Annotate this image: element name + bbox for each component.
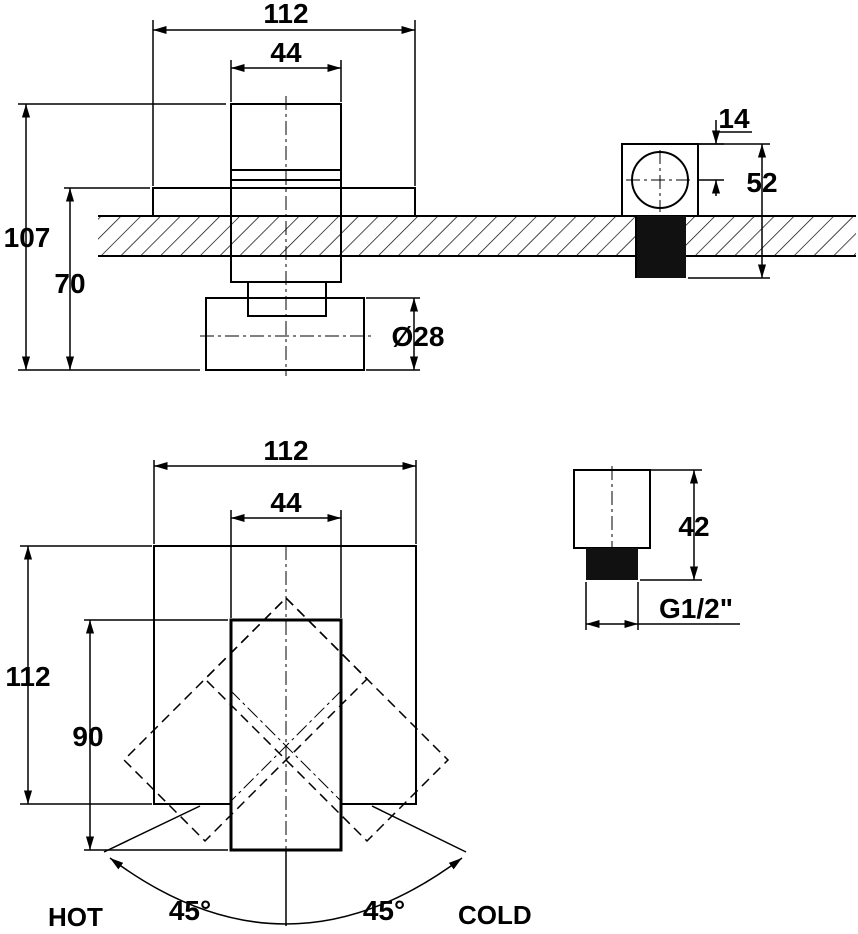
handle-rotated-hot — [122, 596, 369, 843]
elbow-height-label: 52 — [746, 167, 777, 198]
base-cylinder-side — [205, 297, 365, 371]
thread-size-label: G1/2" — [659, 593, 733, 624]
side-height-label: 70 — [54, 268, 85, 299]
side-diameter-label: Ø28 — [392, 321, 445, 352]
front-width-label: 112 — [263, 435, 308, 466]
front-height-label: 112 — [5, 661, 50, 692]
cover-plate-side — [152, 187, 416, 217]
elbow-thread-front — [586, 548, 638, 580]
front-handle-height-label: 90 — [72, 721, 103, 752]
elbow-front-height-label: 42 — [678, 511, 709, 542]
elbow-thread-side — [636, 216, 686, 278]
elbow-offset-label: 14 — [718, 103, 750, 134]
elbow-front-view: 42 G1/2" — [573, 466, 740, 630]
angle-left-label: 45° — [169, 895, 211, 926]
angle-right-label: 45° — [363, 895, 405, 926]
front-view: 112 44 112 90 45° 45° HOT COLD — [5, 435, 531, 932]
front-inner-width-label: 44 — [270, 487, 302, 518]
wall-hatch-left — [98, 216, 856, 256]
side-total-height-label: 107 — [4, 222, 51, 253]
elbow-side-view: 14 52 — [621, 103, 778, 279]
hot-label: HOT — [48, 902, 103, 932]
cold-label: COLD — [458, 900, 532, 930]
handle-block-side — [230, 103, 342, 171]
side-view: 112 44 107 70 Ø28 — [4, 0, 856, 376]
side-width-label: 112 — [263, 0, 308, 29]
side-inner-width-label: 44 — [270, 37, 302, 68]
handle-rotated-cold — [203, 596, 450, 843]
